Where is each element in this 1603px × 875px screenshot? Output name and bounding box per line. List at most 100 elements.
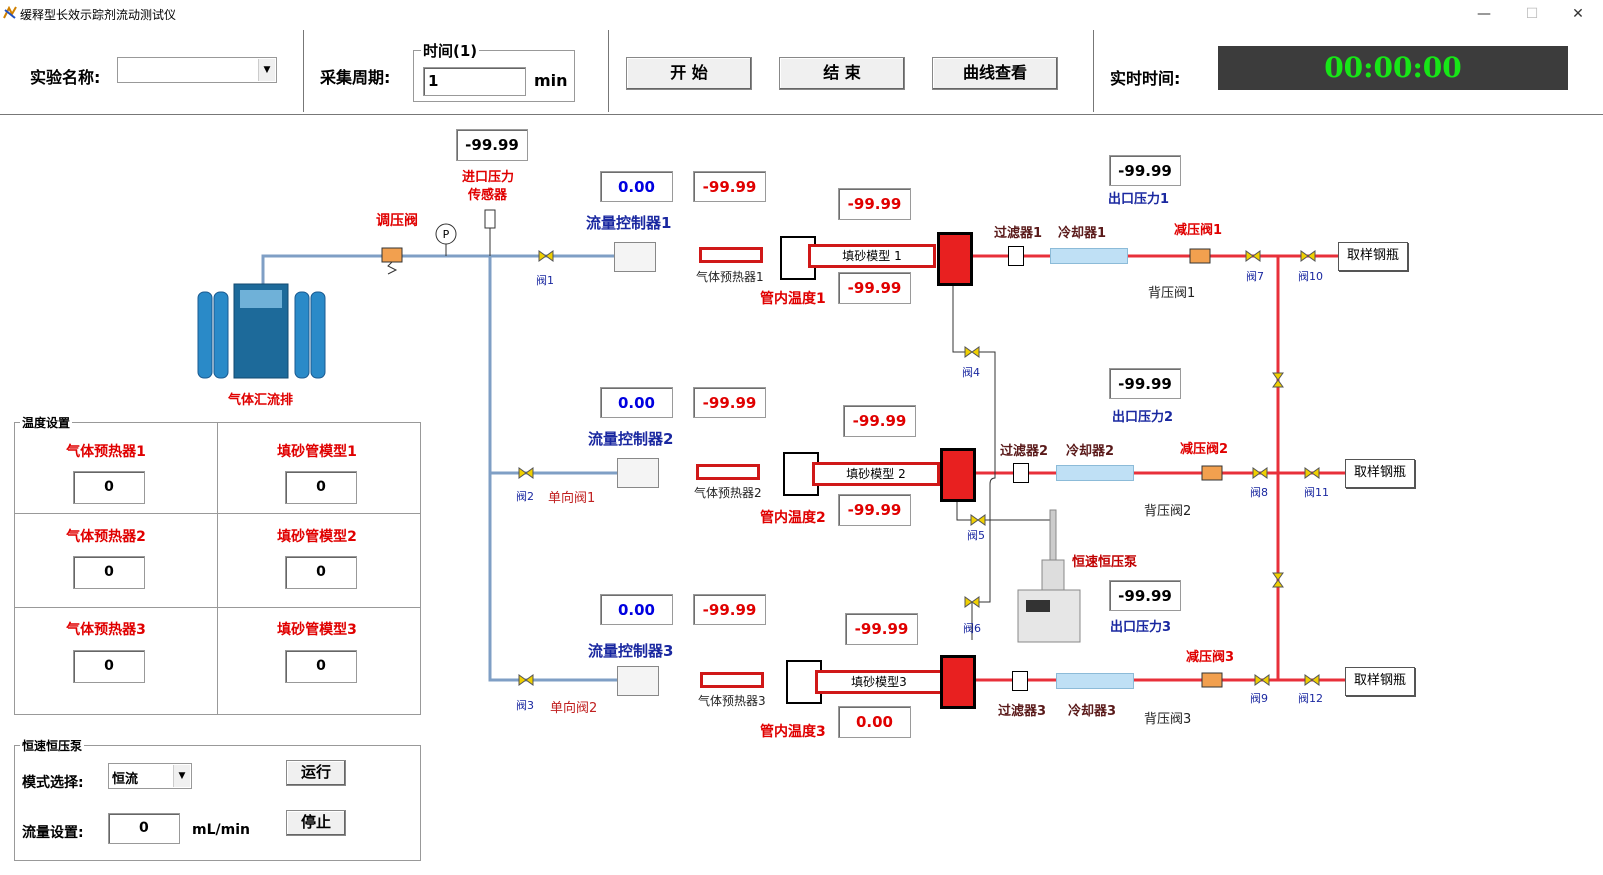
- minimize-button[interactable]: —: [1477, 6, 1491, 22]
- check-valve-label-1: 单向阀1: [548, 491, 596, 506]
- filter-3: [1012, 671, 1028, 691]
- valve-label: 阀9: [1250, 692, 1268, 705]
- valve-icon: [1304, 467, 1320, 479]
- valve-icon: [970, 514, 986, 526]
- pressure-reducer-icon: [1201, 465, 1223, 481]
- sand-model-2: 填砂模型 2: [812, 462, 940, 486]
- temp-input-heater-2[interactable]: 0: [73, 556, 145, 589]
- inlet-pressure-label: 传感器: [468, 188, 508, 203]
- temp-input-model-1[interactable]: 0: [285, 471, 357, 504]
- end-button[interactable]: 结 束: [779, 57, 905, 90]
- window-title: 缓释型长效示踪剂流动测试仪: [20, 8, 177, 22]
- filter-2: [1013, 463, 1029, 483]
- reducer-label-3: 减压阀3: [1186, 650, 1235, 665]
- valve-label: 阀10: [1298, 270, 1323, 283]
- temp-label-model-2: 填砂管模型2: [277, 529, 357, 545]
- valve-label: 阀11: [1304, 486, 1329, 499]
- toolbar-divider: [303, 30, 304, 112]
- cooler-1: [1050, 248, 1128, 264]
- flow-setting-input[interactable]: 0: [108, 813, 180, 844]
- back-pressure-label-1: 背压阀1: [1148, 286, 1196, 301]
- toolbar-divider: [608, 30, 609, 112]
- outlet-pressure-display-2: -99.99: [1109, 368, 1181, 399]
- temp-input-model-3[interactable]: 0: [285, 650, 357, 683]
- valve-icon: [1245, 250, 1261, 262]
- cooler-label-1: 冷却器1: [1058, 226, 1107, 241]
- flow-controller-label-3: 流量控制器3: [588, 642, 674, 660]
- model-display-2: -99.99: [843, 405, 916, 437]
- flow-display-3: 0.00: [600, 594, 673, 625]
- close-button[interactable]: ✕: [1572, 6, 1584, 22]
- temp-label-heater-2: 气体预热器2: [66, 529, 146, 545]
- app-icon: [3, 5, 17, 20]
- flow-controller-1: [614, 242, 656, 272]
- sample-cylinder-1: 取样钢瓶: [1338, 242, 1408, 271]
- stop-button[interactable]: 停止: [286, 810, 346, 836]
- grid-divider: [217, 422, 218, 715]
- realtime-clock: 00:00:00: [1218, 46, 1568, 90]
- valve-label: 阀3: [516, 699, 534, 712]
- toolbar-divider: [1093, 30, 1094, 112]
- temp-input-model-2[interactable]: 0: [285, 556, 357, 589]
- filter-label-3: 过滤器3: [998, 704, 1047, 719]
- outlet-pressure-label-3: 出口压力3: [1110, 620, 1172, 635]
- model-display-1: -99.99: [838, 188, 911, 220]
- back-pressure-label-2: 背压阀2: [1144, 504, 1192, 519]
- temp-label-model-1: 填砂管模型1: [277, 444, 357, 460]
- gas-heater-label-2: 气体预热器2: [694, 486, 762, 500]
- period-input[interactable]: 1: [423, 67, 526, 96]
- reducer-label-2: 减压阀2: [1180, 442, 1229, 457]
- toolbar: [0, 28, 1603, 115]
- tube-temp-label-3: 管内温度3: [760, 724, 826, 740]
- pump-group-title: 恒速恒压泵: [20, 737, 85, 754]
- sample-cylinder-2: 取样钢瓶: [1345, 459, 1415, 488]
- temp-label-heater-1: 气体预热器1: [66, 444, 146, 460]
- temp-input-heater-1[interactable]: 0: [73, 471, 145, 504]
- grid-divider: [14, 513, 421, 514]
- valve-icon: [964, 596, 980, 608]
- flow-setting-label: 流量设置:: [22, 825, 84, 841]
- regulator-label: 调压阀: [376, 213, 418, 229]
- time-group: [413, 50, 575, 102]
- flow-unit: mL/min: [192, 822, 250, 838]
- mode-select[interactable]: 恒流 ▼: [108, 763, 192, 789]
- valve-label: 阀4: [962, 366, 980, 379]
- gas-heater-label-1: 气体预热器1: [696, 270, 764, 284]
- flow-display-2: 0.00: [600, 387, 673, 418]
- outlet-pressure-label-1: 出口压力1: [1108, 192, 1170, 207]
- valve-label: 阀2: [516, 490, 534, 503]
- mode-label: 模式选择:: [22, 775, 84, 791]
- maximize-button[interactable]: ☐: [1525, 6, 1539, 22]
- cooler-3: [1056, 673, 1134, 689]
- curve-view-button[interactable]: 曲线查看: [932, 57, 1058, 90]
- tube-temp-display-2: -99.99: [838, 494, 911, 526]
- filter-label-2: 过滤器2: [1000, 444, 1049, 459]
- start-button[interactable]: 开 始: [626, 57, 752, 90]
- gas-heater-label-3: 气体预热器3: [698, 694, 766, 708]
- experiment-name-label: 实验名称:: [30, 68, 101, 87]
- cooler-label-2: 冷却器2: [1066, 444, 1115, 459]
- pressure-reducer-icon: [1189, 248, 1211, 264]
- filter-1: [1008, 246, 1024, 266]
- valve-icon: [1254, 674, 1270, 686]
- experiment-name-select[interactable]: ▼: [117, 57, 277, 83]
- temperature-settings-title: 温度设置: [20, 414, 73, 431]
- chevron-down-icon: ▼: [173, 765, 190, 787]
- sand-model-1: 填砂模型 1: [808, 244, 936, 268]
- temp-input-heater-3[interactable]: 0: [73, 650, 145, 683]
- pressure-reducer-icon: [1201, 672, 1223, 688]
- valve-icon: [518, 467, 534, 479]
- run-button[interactable]: 运行: [286, 760, 346, 786]
- outlet-pressure-display-1: -99.99: [1109, 155, 1181, 186]
- valve-label: 阀5: [967, 529, 985, 542]
- check-valve-label-2: 单向阀2: [550, 701, 598, 716]
- outlet-pressure-label-2: 出口压力2: [1112, 410, 1174, 425]
- inlet-pressure-label: 进口压力: [462, 170, 515, 185]
- cooler-2: [1056, 465, 1134, 481]
- heater-display-1: -99.99: [693, 171, 766, 202]
- sample-cylinder-3: 取样钢瓶: [1345, 667, 1415, 696]
- realtime-label: 实时时间:: [1110, 69, 1181, 88]
- manifold-label: 气体汇流排: [228, 393, 294, 408]
- valve-label: 阀1: [536, 274, 554, 287]
